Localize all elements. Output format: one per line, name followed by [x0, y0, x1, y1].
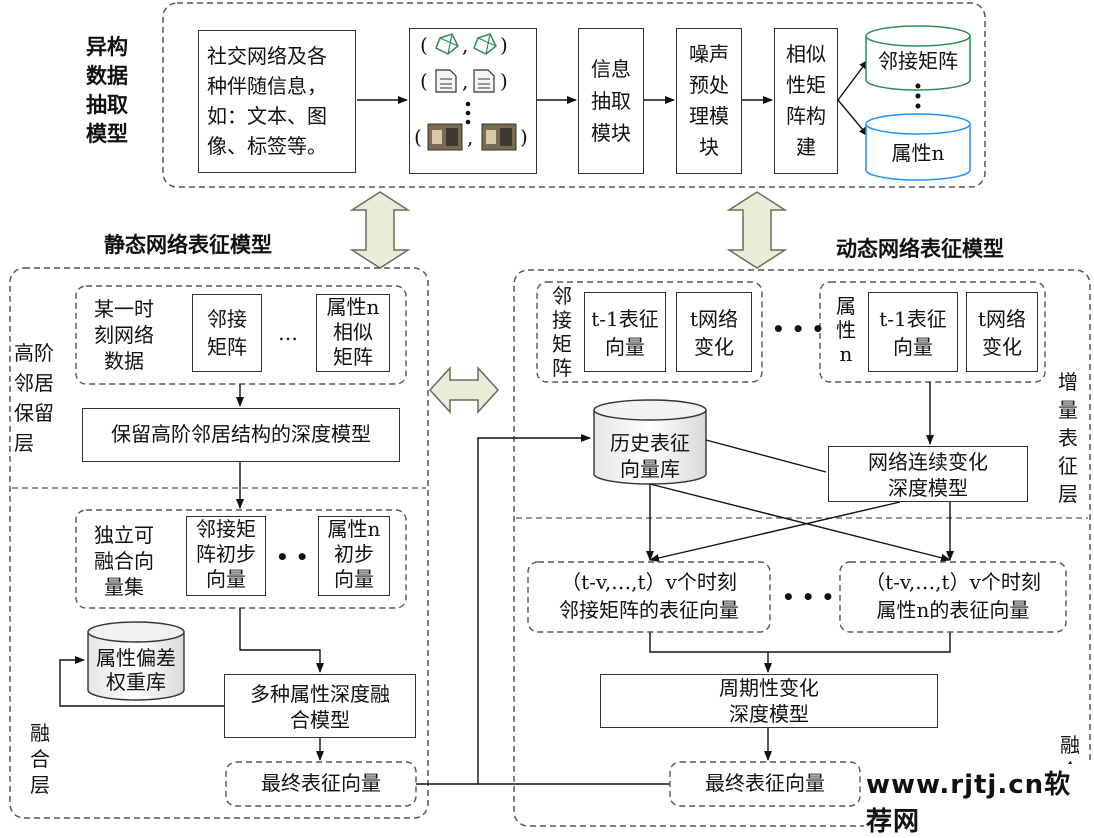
photo-icon	[481, 123, 517, 151]
ellipsis: • • •	[772, 317, 825, 341]
high-order-deep-model-box: 保留高阶邻居结构的深度模型	[82, 408, 400, 462]
adjacency-db-icon	[865, 25, 971, 91]
input-data-box: 社交网络及各种伴随信息，如：文本、图像、标签等。	[198, 30, 356, 173]
history-db-label: 历史表征向量库	[610, 431, 690, 481]
attr-change-box: t网络变化	[966, 292, 1038, 372]
watermark: www.rjtj.cn软荐网	[864, 764, 1094, 838]
window-attr-vector: （t-v,…,t）v个时刻属性n的表征向量	[865, 570, 1041, 622]
static-final-vector: 最终表征向量	[261, 771, 381, 795]
adj-initial-vector-box: 邻接矩阵初步向量	[186, 516, 266, 596]
document-icon	[473, 69, 495, 93]
ellipsis: …	[278, 321, 298, 345]
double-arrow-left-icon	[349, 191, 411, 269]
paren-close: )	[500, 69, 508, 93]
comma: ,	[467, 125, 474, 149]
paren-open: (	[420, 69, 428, 93]
comma: ,	[462, 33, 469, 57]
static-layer1-label: 高阶邻居保留层	[14, 341, 54, 455]
static-adjacency-box: 邻接矩阵	[192, 294, 262, 372]
history-vector-db-icon	[593, 399, 707, 485]
static-model-title: 静态网络表征模型	[104, 232, 272, 257]
document-icon	[435, 69, 457, 93]
network-icon	[435, 33, 459, 55]
similarity-module: 相似性矩阵构建	[774, 28, 838, 174]
paren-close: )	[500, 33, 508, 57]
hetero-model-title: 异构数据抽取模型	[86, 34, 128, 146]
fusion-model-box: 多种属性深度融合模型	[224, 674, 416, 738]
incremental-layer-label: 增量表征层	[1058, 370, 1078, 506]
periodic-model-box: 周期性变化深度模型	[600, 674, 938, 728]
double-arrow-horizontal-icon	[428, 366, 500, 414]
attribute-db-icon	[865, 113, 971, 181]
paren-open: (	[420, 33, 428, 57]
paren-open: (	[414, 125, 422, 149]
bias-db-label: 属性偏差权重库	[96, 646, 176, 694]
dynamic-final-vector: 最终表征向量	[705, 771, 825, 795]
comma: ,	[462, 69, 469, 93]
attr-prev-vector-box: t-1表征向量	[868, 292, 958, 372]
photo-icon	[427, 123, 463, 151]
dyn-adj-label: 邻接矩阵	[552, 284, 572, 380]
bias-weight-db-icon	[87, 621, 185, 701]
window-adj-vector: （t-v,…,t）v个时刻邻接矩阵的表征向量	[559, 570, 739, 622]
info-extract-module: 信息抽取模块	[578, 28, 644, 174]
ellipsis: • • •	[782, 585, 835, 609]
attribute-db-label: 属性n	[891, 141, 945, 165]
continuous-change-model-box: 网络连续变化深度模型	[828, 446, 1028, 502]
adjacency-db-label: 邻接矩阵	[878, 49, 958, 73]
double-arrow-right-icon	[726, 191, 788, 269]
snapshot-label: 某一时刻网络数据	[94, 297, 154, 373]
adj-change-box: t网络变化	[676, 292, 752, 372]
denoise-module: 噪声预处理模块	[676, 28, 742, 174]
network-icon	[473, 33, 497, 55]
sample-data-box	[409, 28, 537, 174]
dynamic-model-title: 动态网络表征模型	[836, 236, 1004, 261]
adj-prev-vector-box: t-1表征向量	[584, 292, 666, 372]
vector-set-label: 独立可融合向量集	[94, 523, 154, 599]
static-fusion-layer-label: 融合层	[30, 721, 50, 797]
paren-close: )	[520, 125, 528, 149]
